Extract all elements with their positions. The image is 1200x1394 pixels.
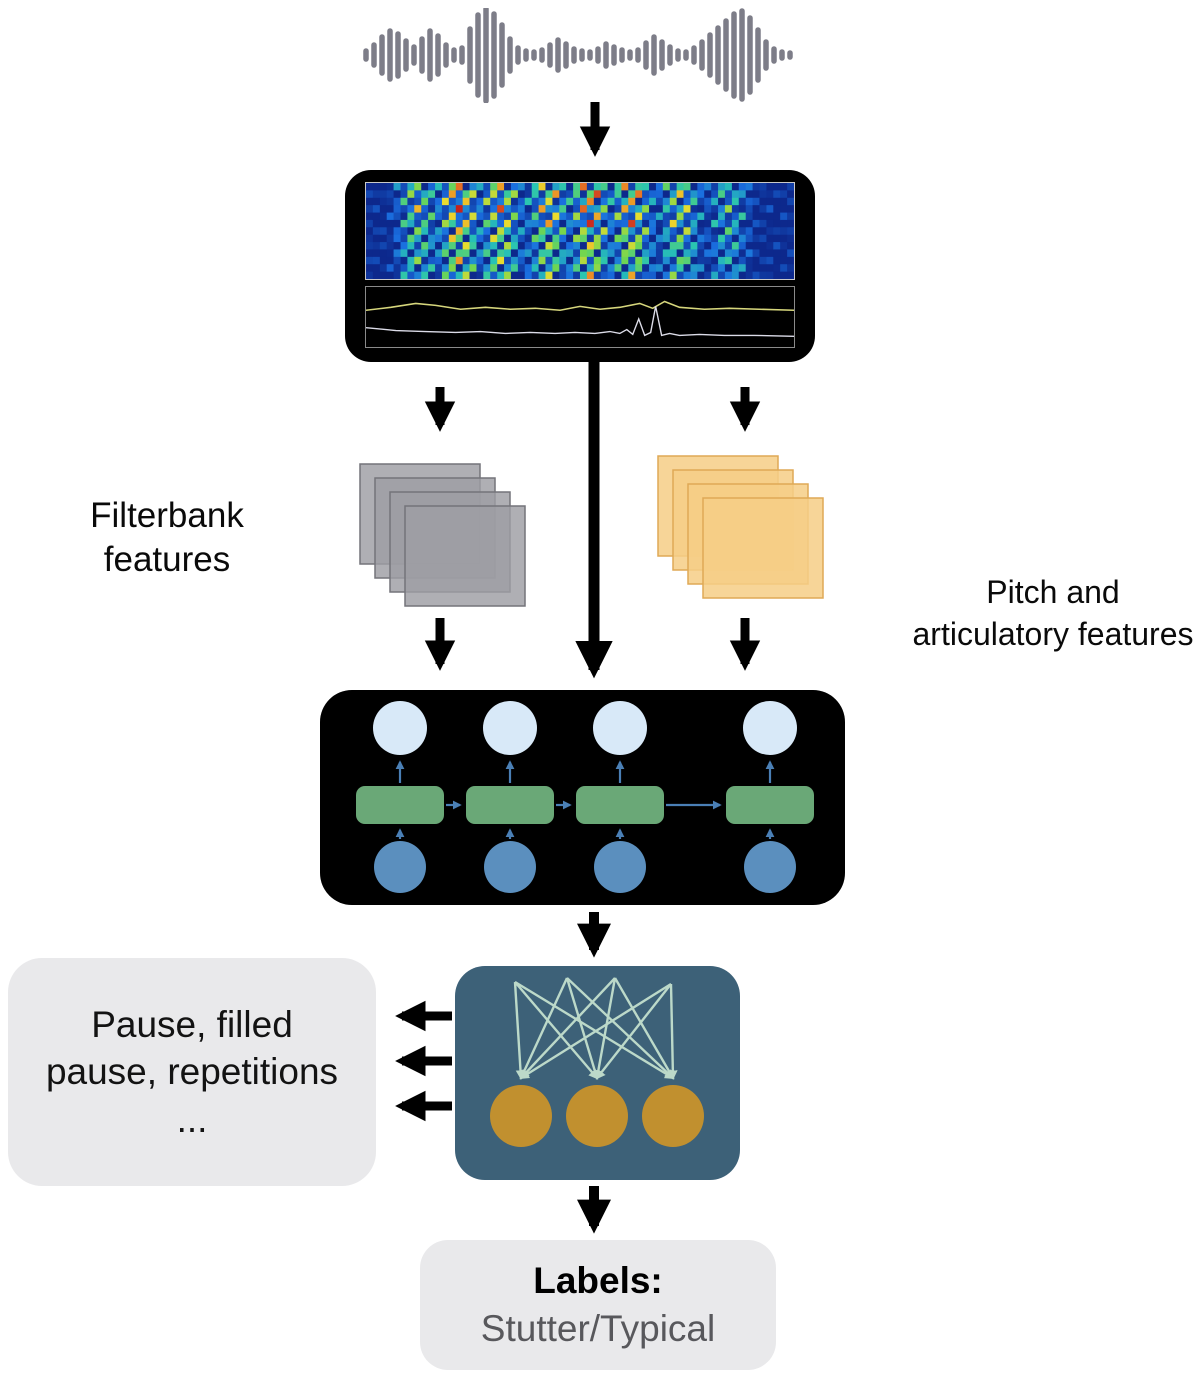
dnn-edge (514, 981, 599, 1080)
label-line: articulatory features (912, 615, 1194, 652)
feature-frame (702, 497, 824, 599)
spectrogram-panel (345, 170, 815, 362)
dnn-edge (595, 983, 672, 1080)
filterbank-feature-stack (359, 463, 526, 607)
spectrogram (365, 182, 795, 280)
dnn-edge (565, 977, 600, 1080)
rnn-input-node (744, 841, 796, 893)
labels-value: Stutter/Typical (480, 1308, 716, 1349)
dnn-edge (513, 981, 526, 1080)
rnn-hidden-cell (576, 786, 664, 824)
label-line: features (103, 539, 231, 579)
dnn-edge (613, 977, 675, 1080)
rnn-diagram (356, 701, 814, 893)
rnn-hidden-cell (356, 786, 444, 824)
rnn-box (320, 690, 845, 905)
dnn-output-node (642, 1085, 704, 1147)
pitch-feature-stack (657, 455, 824, 599)
filterbank-features-label: Filterbank features (27, 494, 307, 582)
rnn-input-node (484, 841, 536, 893)
rnn-output-node (483, 701, 537, 755)
pitch-line (366, 300, 794, 312)
rnn-output-node (373, 701, 427, 755)
pitch-contour-plot (365, 286, 795, 348)
dnn-edge (519, 977, 569, 1080)
panel-line: pause, repetitions (45, 1051, 339, 1093)
articulatory-line (366, 306, 794, 338)
label-line: Filterbank (90, 496, 244, 535)
dnn-edge (593, 977, 617, 1080)
rnn-input-node (594, 841, 646, 893)
dnn-output-node (566, 1085, 628, 1147)
rnn-output-node (593, 701, 647, 755)
rnn-output-node (743, 701, 797, 755)
dnn-diagram (490, 977, 704, 1147)
rnn-hidden-cell (466, 786, 554, 824)
panel-line: ... (176, 1098, 208, 1140)
labels-title: Labels: (533, 1259, 663, 1301)
rnn-input-node (374, 841, 426, 893)
dnn-edge (566, 977, 675, 1080)
dnn-output-node (490, 1085, 552, 1147)
audio-waveform-icon (363, 8, 793, 103)
dnn-edge (514, 980, 675, 1080)
disfluency-panel: Pause, filled pause, repetitions ... (8, 958, 376, 1186)
dnn-edge (519, 977, 616, 1080)
rnn-hidden-cell (726, 786, 814, 824)
output-labels-panel: Labels: Stutter/Typical (420, 1240, 776, 1370)
dnn-edge (668, 983, 678, 1080)
label-line: Pitch and (986, 574, 1120, 610)
feature-frame (404, 505, 526, 607)
dnn-edge (519, 982, 672, 1080)
panel-line: Pause, filled (91, 1003, 293, 1045)
dnn-box (455, 966, 740, 1180)
pitch-features-label: Pitch and articulatory features (888, 572, 1200, 655)
